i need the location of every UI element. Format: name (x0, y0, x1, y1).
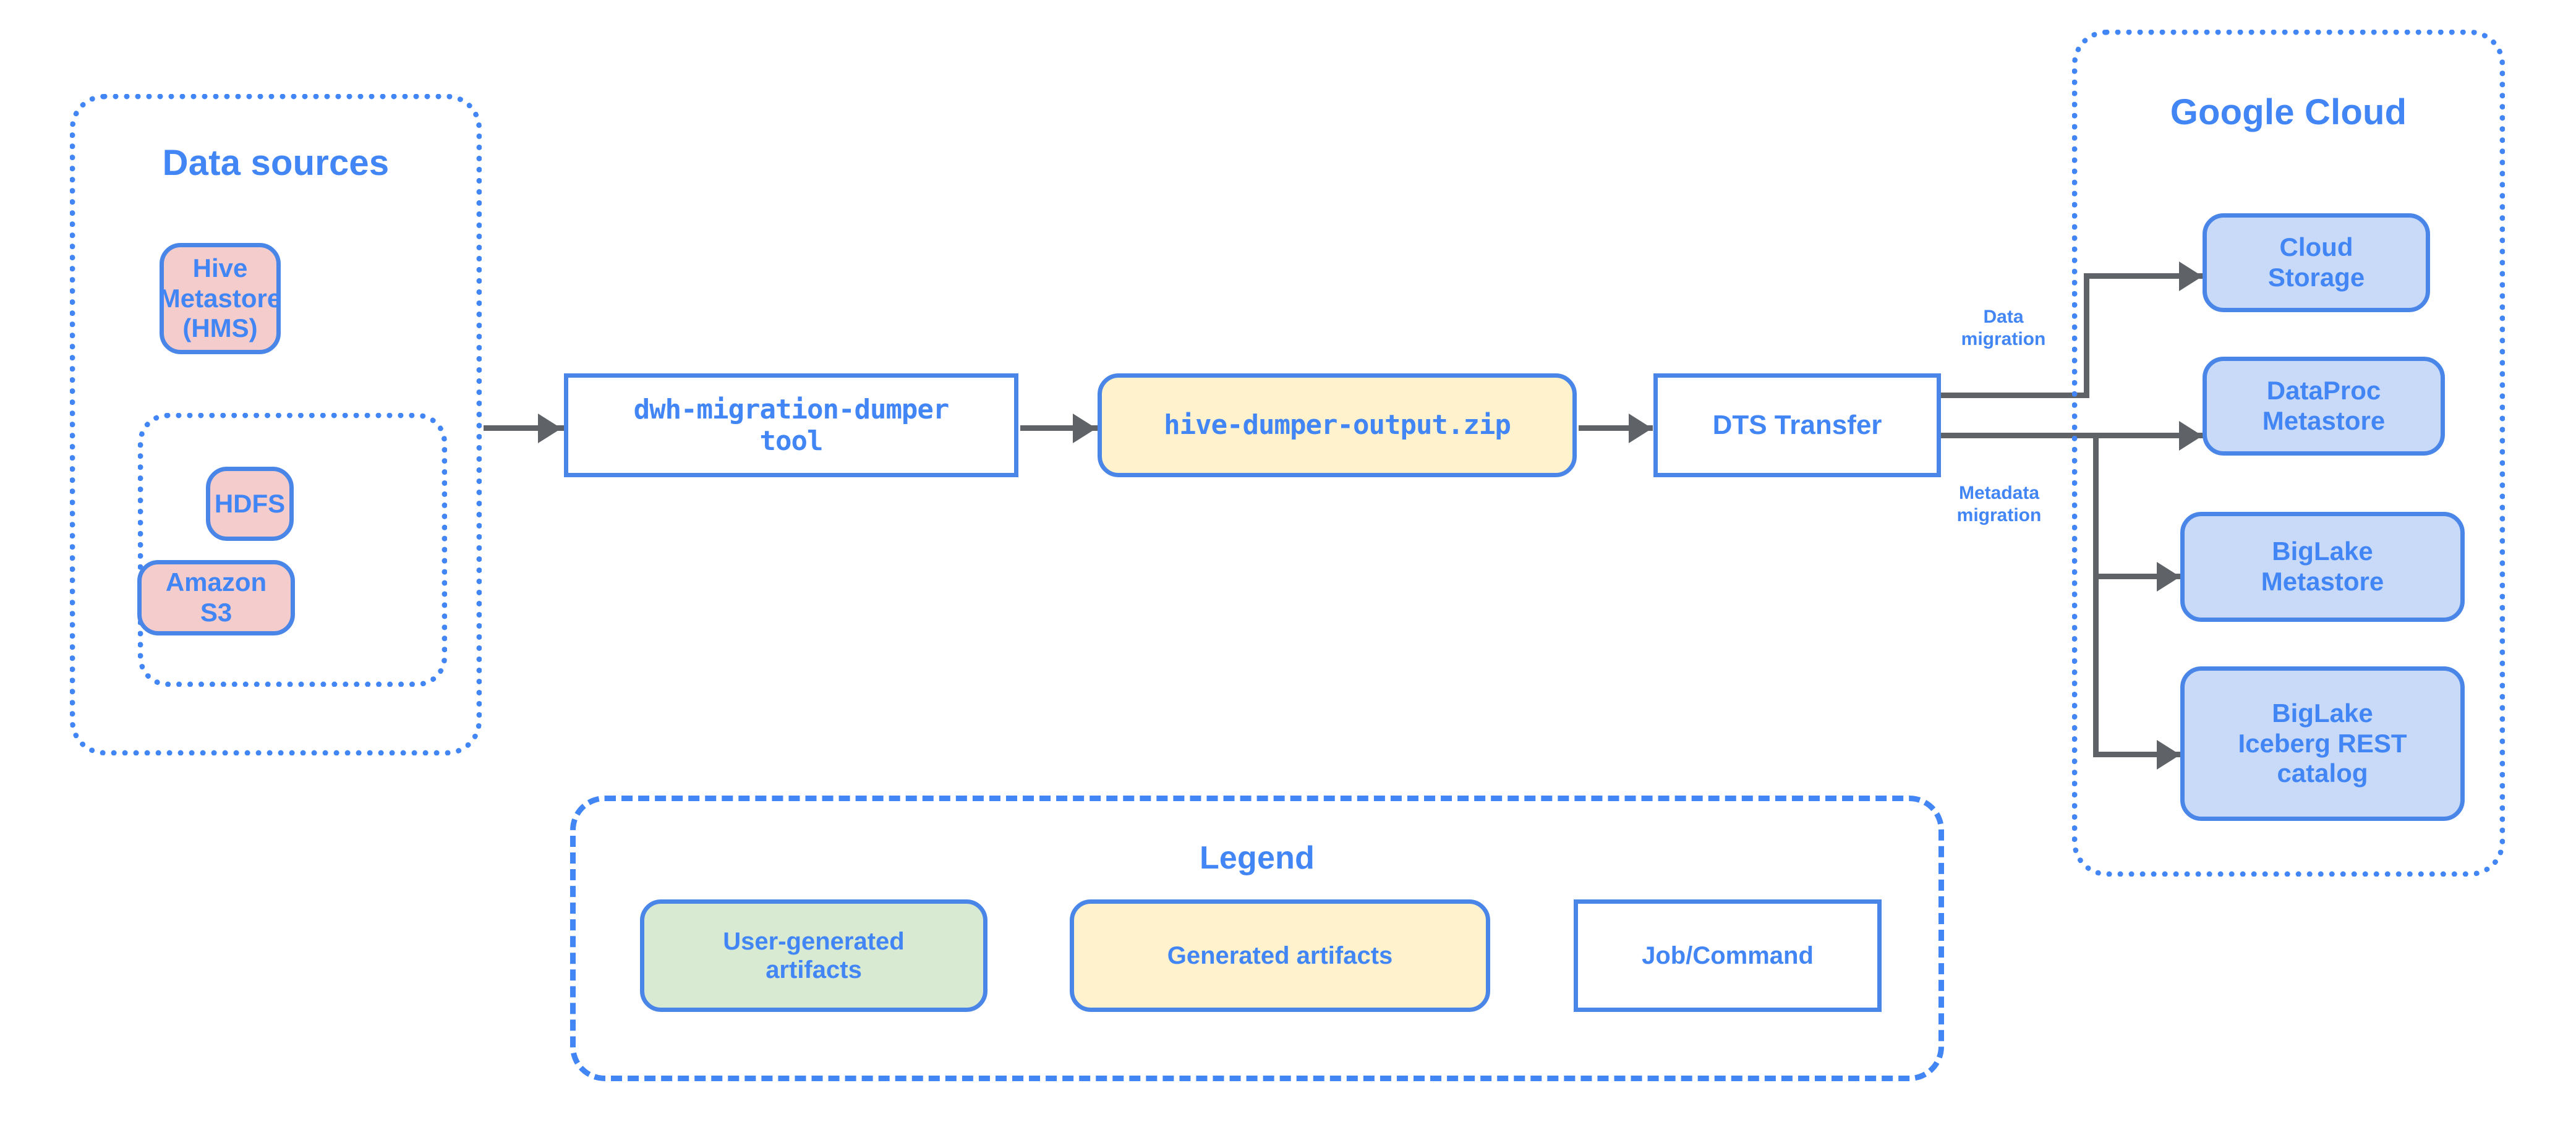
group-legend (570, 796, 1944, 1081)
legend-item-job-command: Job/Command (1574, 899, 1882, 1012)
edge-dumper-to-output (1020, 425, 1098, 431)
edge-label-metadata-migration: Metadata migration (1956, 483, 2042, 525)
legend-item-user-generated-artifacts: User-generated artifacts (640, 899, 987, 1012)
node-amazon-s3-label: Amazon S3 (165, 567, 267, 627)
arrow-data-to-cloud-storage (2179, 261, 2203, 291)
arrow-metadata-to-biglake-metastore (2157, 562, 2180, 592)
group-google-cloud-title: Google Cloud (2170, 92, 2407, 132)
legend-item-user-generated-artifacts-label: User-generated artifacts (723, 927, 905, 983)
legend-item-generated-artifacts-label: Generated artifacts (1167, 941, 1393, 969)
node-dataproc-metastore-label: DataProc Metastore (2262, 376, 2386, 435)
edge-metadata-to-iceberg-catalog (2093, 752, 2183, 757)
edge-metadata-trunk (2093, 433, 2099, 757)
legend-item-job-command-label: Job/Command (1642, 941, 1814, 969)
node-hdfs: HDFS (206, 467, 294, 541)
node-dumper-tool-label: dwh-migration-dumper tool (633, 393, 950, 457)
node-cloud-storage: Cloud Storage (2203, 213, 2430, 312)
edge-output-to-dts (1579, 425, 1653, 431)
node-hdfs-label: HDFS (214, 488, 286, 518)
group-data-sources-storage (138, 413, 447, 687)
edge-metadata-to-dataproc (2093, 433, 2204, 438)
node-dump-output: hive-dumper-output.zip (1098, 373, 1577, 477)
node-hive-metastore: Hive Metastore (HMS) (158, 243, 282, 354)
edge-label-data-migration: Data migration (1961, 307, 2046, 349)
node-cloud-storage-label: Cloud Storage (2267, 232, 2365, 292)
node-dataproc-metastore: DataProc Metastore (2203, 357, 2445, 456)
edge-data-to-cloud-storage (2084, 273, 2204, 279)
node-amazon-s3: Amazon S3 (137, 560, 295, 635)
node-biglake-metastore: BigLake Metastore (2180, 512, 2465, 622)
node-biglake-iceberg-rest-catalog-label: BigLake Iceberg REST catalog (2238, 698, 2407, 788)
edge-sources-to-dumper (484, 425, 564, 431)
node-dump-output-label: hive-dumper-output.zip (1164, 409, 1511, 441)
edge-dts-metadata-out (1941, 433, 2093, 438)
arrow-output-to-dts (1629, 414, 1652, 443)
legend-item-generated-artifacts: Generated artifacts (1070, 899, 1490, 1012)
node-biglake-iceberg-rest-catalog: BigLake Iceberg REST catalog (2180, 666, 2465, 821)
arrow-metadata-to-iceberg-catalog (2157, 740, 2180, 770)
edge-metadata-to-biglake-metastore (2093, 574, 2183, 579)
arrow-metadata-to-dataproc (2179, 421, 2203, 451)
node-dumper-tool: dwh-migration-dumper tool (564, 373, 1018, 477)
node-biglake-metastore-label: BigLake Metastore (2261, 537, 2384, 596)
group-google-cloud (2072, 30, 2505, 877)
legend-title: Legend (1199, 840, 1315, 876)
node-dts-transfer: DTS Transfer (1653, 373, 1941, 477)
node-dts-transfer-label: DTS Transfer (1712, 410, 1882, 441)
arrow-sources-to-dumper (538, 414, 561, 443)
group-data-sources-title: Data sources (162, 143, 390, 183)
node-hive-metastore-label: Hive Metastore (HMS) (158, 253, 282, 343)
edge-dts-data-out (1941, 393, 2089, 398)
group-data-sources (70, 94, 482, 755)
arrow-dumper-to-output (1073, 414, 1096, 443)
edge-data-riser (2084, 273, 2089, 396)
